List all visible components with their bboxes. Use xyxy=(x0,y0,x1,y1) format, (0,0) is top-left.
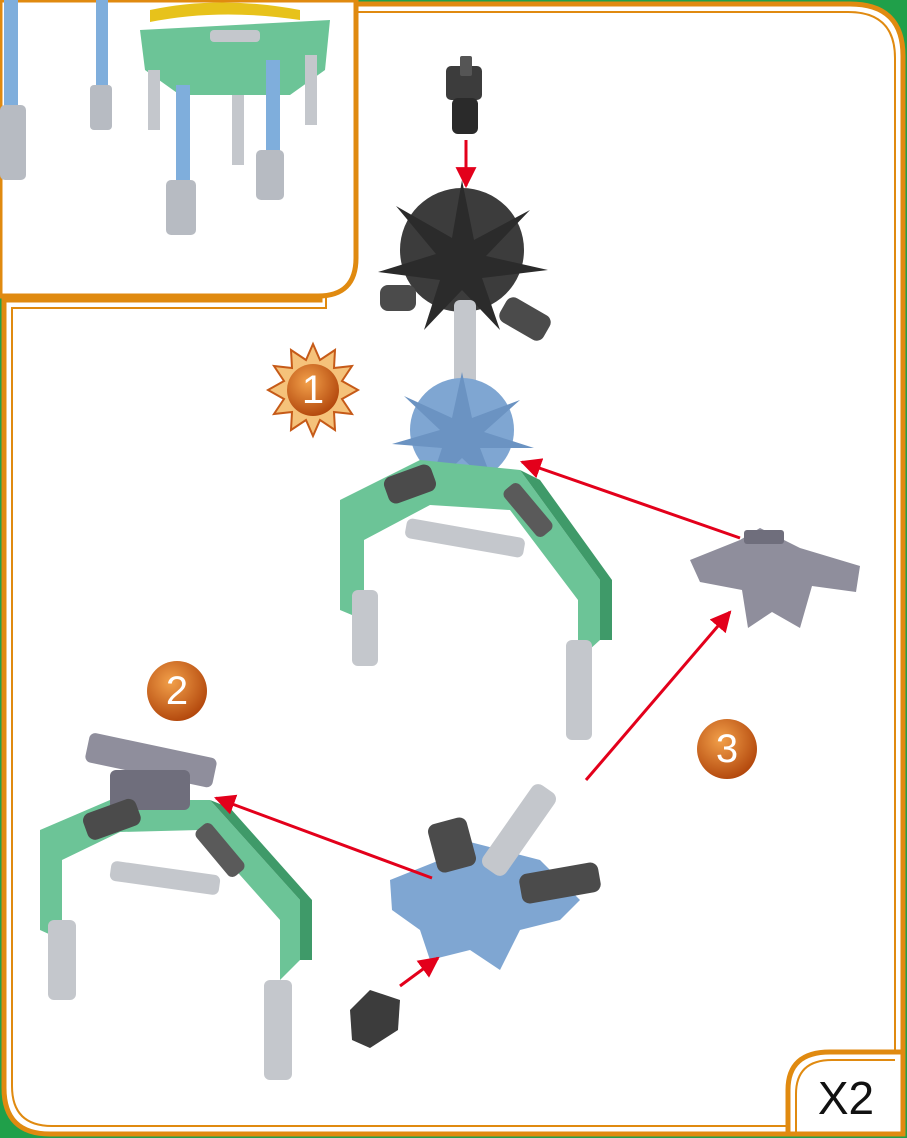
step-badge-3: 3 xyxy=(697,719,757,779)
multiplier-tab: X2 xyxy=(788,1052,903,1134)
step-number-2: 2 xyxy=(166,669,188,713)
multiplier-label: X2 xyxy=(818,1072,874,1124)
inset-panel xyxy=(0,0,356,296)
step-badge-2: 2 xyxy=(147,661,207,721)
step-number-3: 3 xyxy=(716,727,738,771)
step-number-1: 1 xyxy=(302,368,324,412)
